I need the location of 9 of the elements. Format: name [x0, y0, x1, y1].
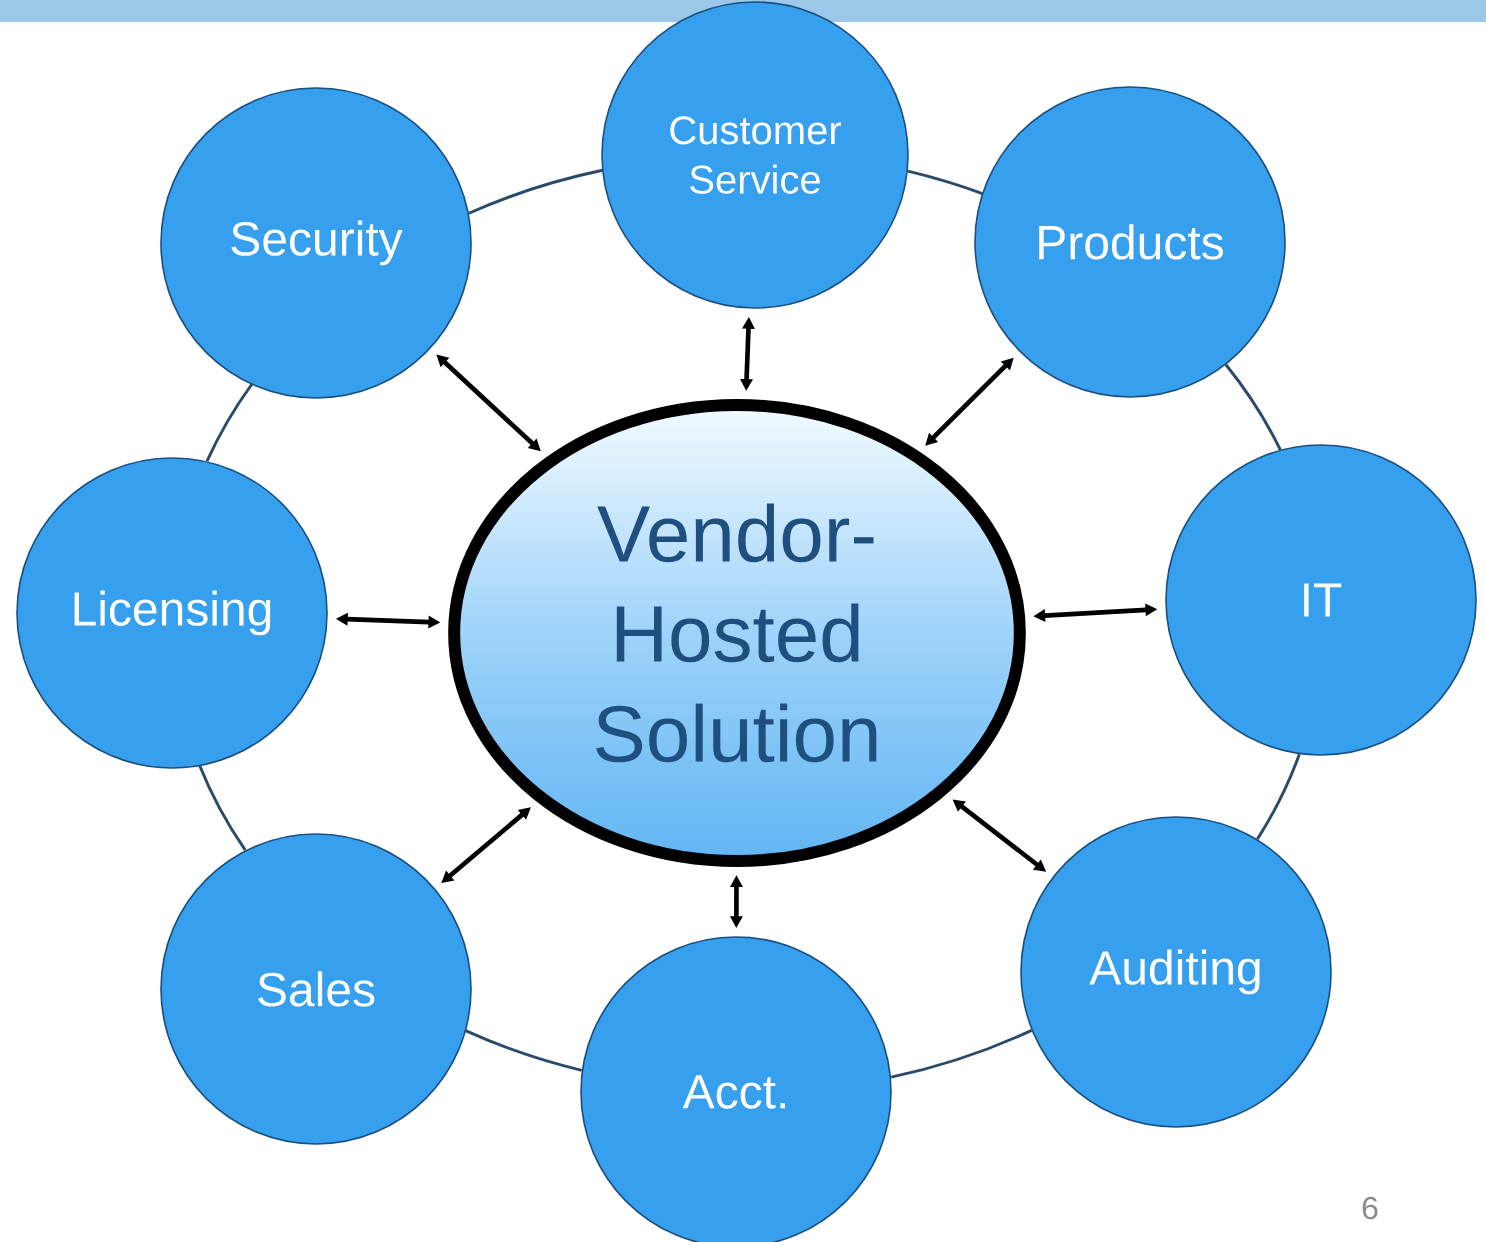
page-number: 6 — [1362, 1196, 1378, 1220]
ring-arc — [198, 764, 247, 851]
ring-arc — [907, 169, 983, 195]
ring-arc — [1256, 753, 1301, 840]
ring-arc — [890, 1029, 1033, 1079]
ring-arc — [1224, 363, 1282, 451]
ring-arc — [205, 382, 254, 462]
ring-arc — [468, 168, 603, 215]
ring-arc — [464, 1029, 583, 1072]
